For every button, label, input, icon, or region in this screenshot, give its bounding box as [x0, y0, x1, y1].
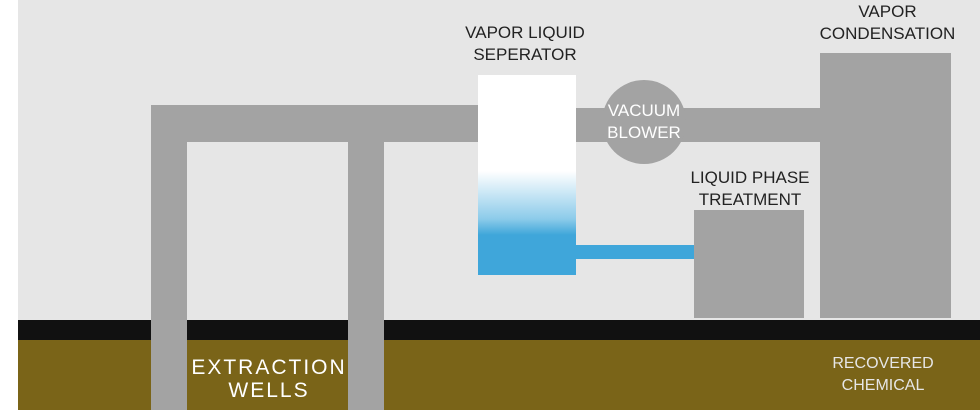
vapor-liquid-separator-label: VAPOR LIQUID SEPERATOR: [465, 23, 585, 64]
liquid-phase-treatment-unit: [694, 210, 804, 318]
recovered-chemical-label: RECOVERED CHEMICAL: [832, 355, 934, 394]
vapor-liquid-separator-vessel: [478, 75, 576, 275]
liquid-pipe: [576, 245, 694, 259]
extraction-well-right: [348, 142, 384, 410]
ground-surface: [18, 320, 980, 340]
extraction-well-left: [151, 142, 187, 410]
extraction-wells-label: EXTRACTION WELLS: [191, 356, 347, 402]
vapor-condensation-unit: [820, 53, 951, 318]
liquid-phase-treatment-label: LIQUID PHASE TREATMENT: [690, 168, 810, 209]
vacuum-blower-label: VACUUM BLOWER: [607, 101, 681, 142]
header-pipe: [151, 105, 478, 142]
vapor-condensation-label: VAPOR CONDENSATION: [819, 2, 956, 43]
vacuum-blower-circle: [602, 80, 686, 164]
